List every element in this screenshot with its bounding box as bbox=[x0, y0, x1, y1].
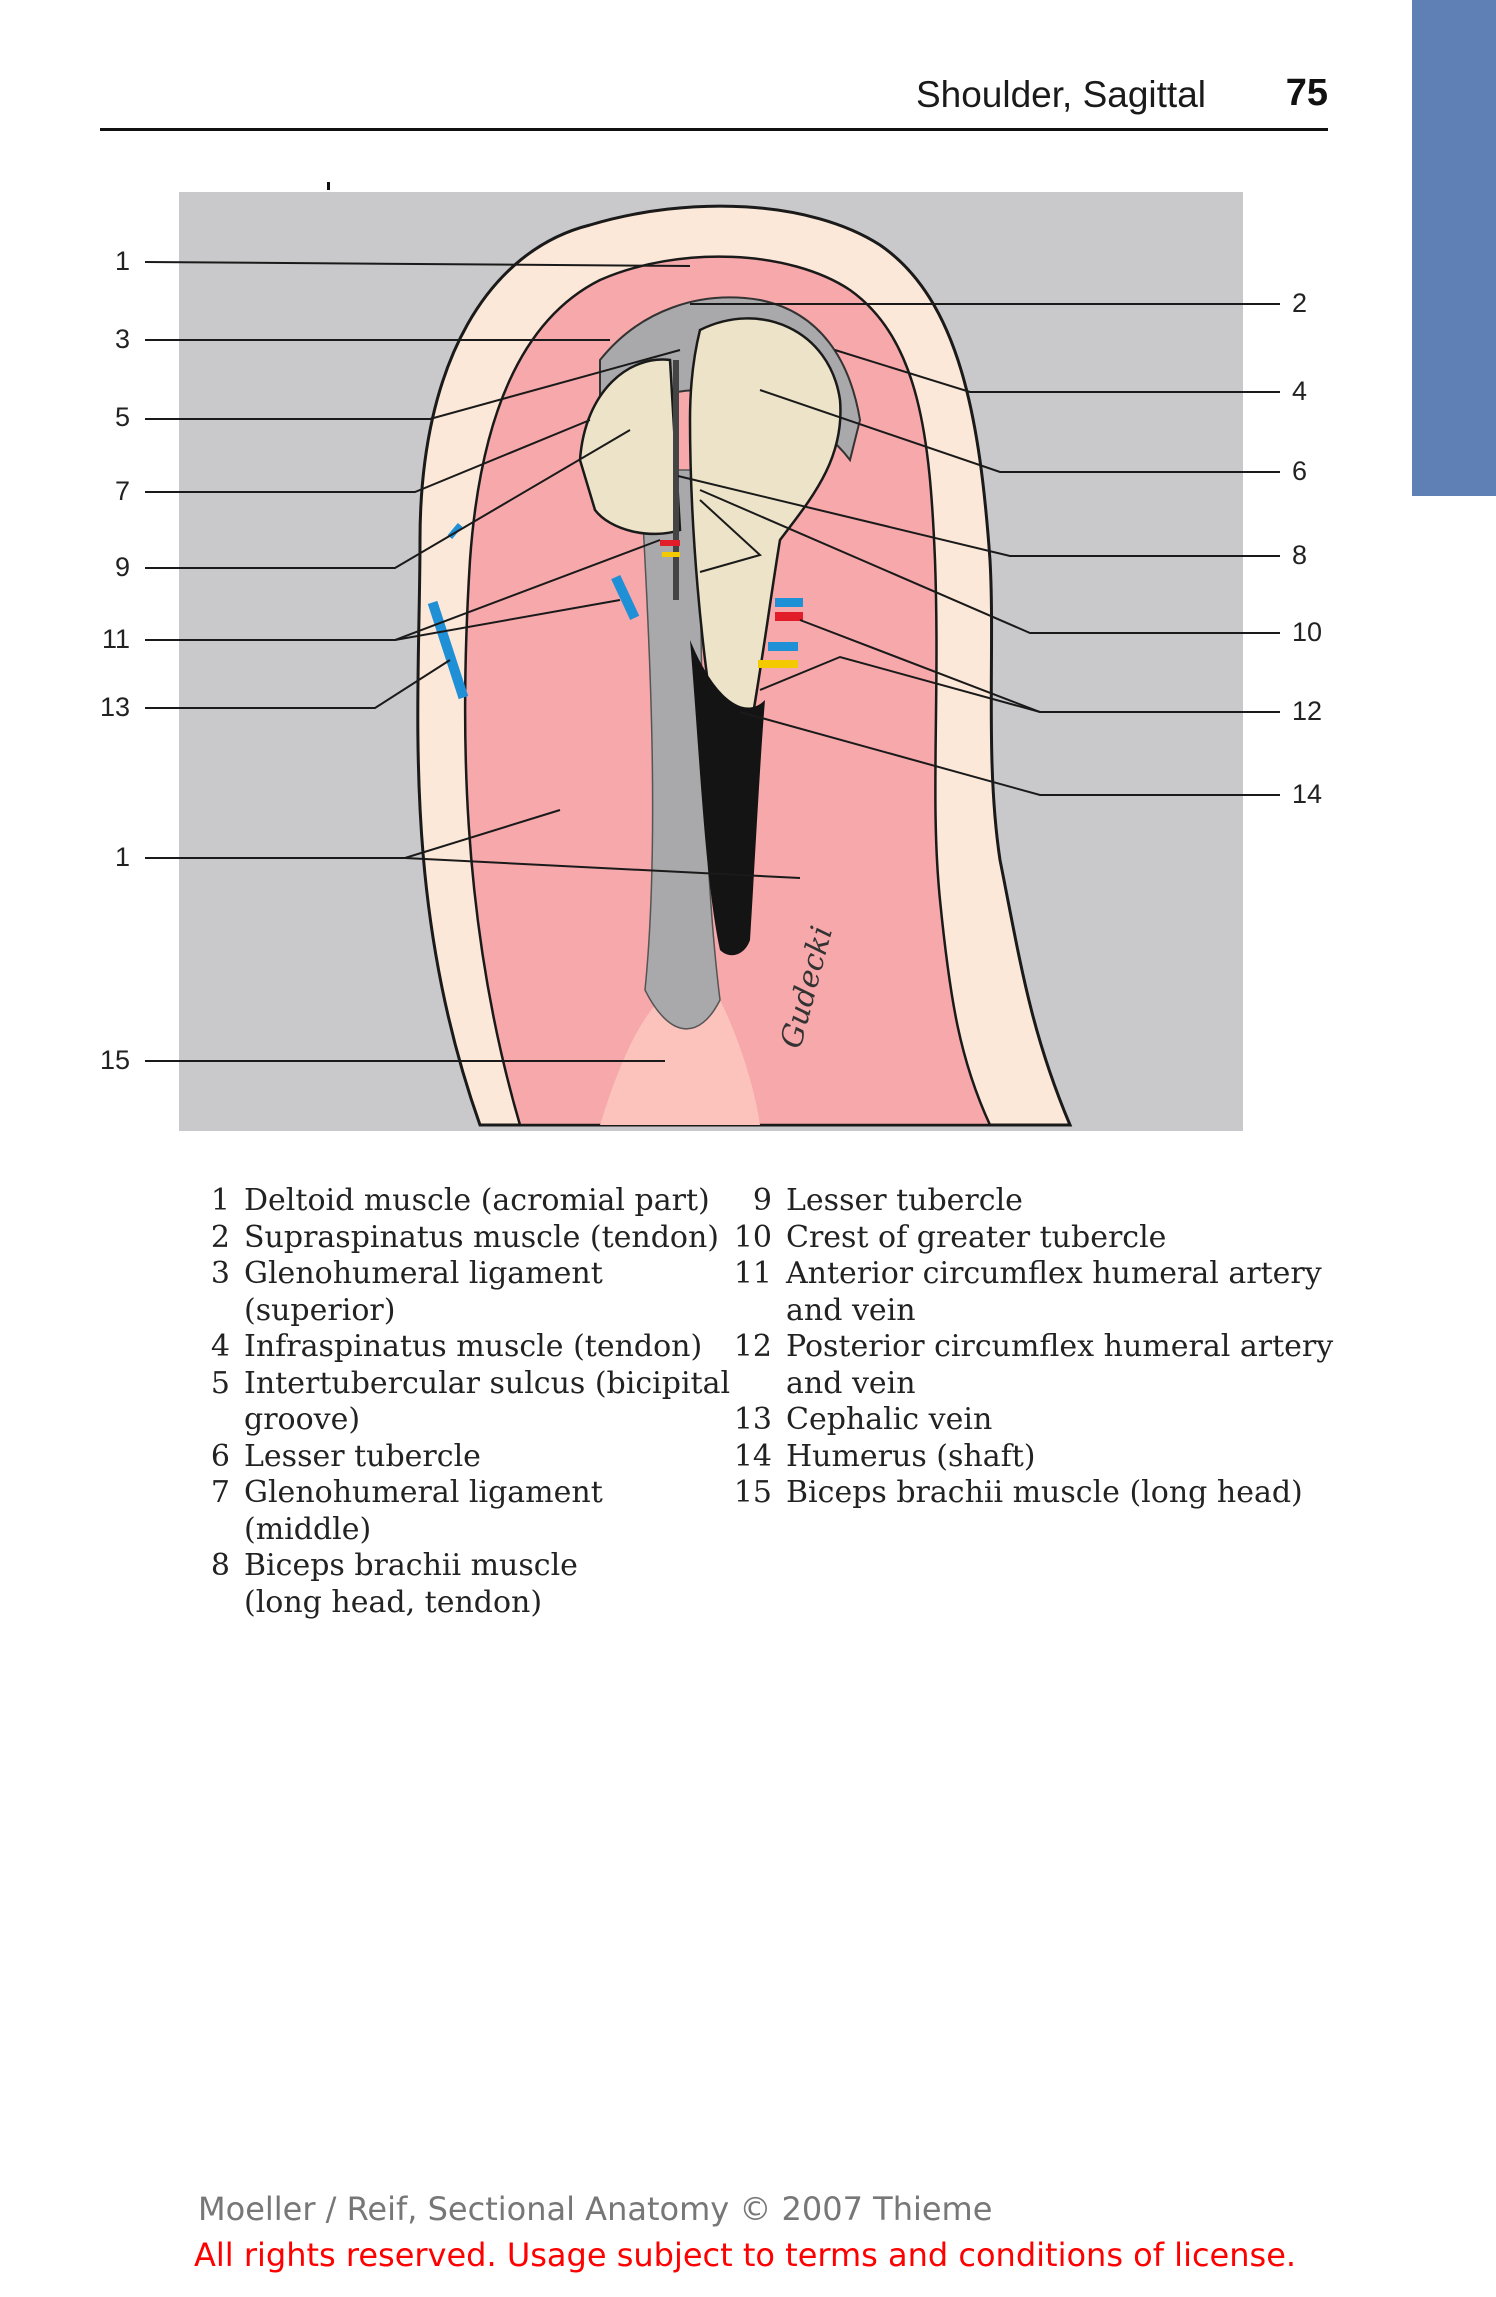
leader-line-13 bbox=[145, 659, 451, 709]
legend-item-text: Anterior circumflex humeral artery and v… bbox=[786, 1256, 1322, 1328]
legend-item: 3 Glenohumeral ligament (superior) bbox=[190, 1256, 730, 1329]
legend-item-text: Cephalic vein bbox=[786, 1402, 993, 1437]
legend-item-number: 8 bbox=[210, 1548, 230, 1583]
figure-label-left-9: 9 bbox=[114, 552, 130, 582]
legend-item-number: 13 bbox=[733, 1402, 772, 1437]
humeral-head-left bbox=[578, 358, 682, 536]
legend-item: 14 Humerus (shaft) bbox=[732, 1439, 1333, 1476]
figure-label-left-1-lower: 1 bbox=[114, 842, 130, 872]
legend-item: 11 Anterior circumflex humeral artery and… bbox=[732, 1256, 1333, 1329]
humerus-shaft-dark bbox=[690, 640, 765, 956]
leader-line-4 bbox=[834, 349, 1280, 393]
leader-line-8 bbox=[677, 475, 1280, 557]
legend-item-text: Glenohumeral ligament (superior) bbox=[244, 1256, 603, 1328]
legend-item: 9 Lesser tubercle bbox=[732, 1183, 1333, 1220]
figure-label-right-10: 10 bbox=[1292, 617, 1323, 647]
figure-label-left-5: 5 bbox=[114, 402, 130, 432]
posterior-circumflex-vein-2 bbox=[768, 642, 798, 651]
anterior-circumflex-vessel bbox=[611, 574, 640, 620]
legend-item-text: Humerus (shaft) bbox=[786, 1438, 1036, 1474]
legend-item-text: Deltoid muscle (acromial part) bbox=[244, 1183, 710, 1218]
legend-item-number: 1 bbox=[210, 1183, 230, 1218]
legend-item-text: Crest of greater tubercle bbox=[786, 1219, 1167, 1255]
leader-line-9 bbox=[145, 429, 631, 569]
legend-item: 10 Crest of greater tubercle bbox=[732, 1220, 1333, 1257]
legend-item: 6 Lesser tubercle bbox=[190, 1439, 730, 1476]
posterior-circumflex-vein bbox=[775, 598, 803, 607]
legend-item-number: 15 bbox=[733, 1475, 772, 1510]
cephalic-vein-shape bbox=[427, 600, 469, 700]
posterior-circumflex-artery bbox=[775, 612, 803, 621]
figure-label-left-15: 15 bbox=[99, 1045, 130, 1075]
leader-lines bbox=[144, 261, 1280, 1062]
chapter-side-tab bbox=[1412, 0, 1496, 496]
figure-label-left-13: 13 bbox=[99, 692, 130, 722]
anatomy-illustration: Gudecki bbox=[144, 192, 1280, 1131]
legend-item: 1 Deltoid muscle (acromial part) bbox=[190, 1183, 730, 1220]
legend-item-text: Posterior circumflex humeral artery and … bbox=[786, 1329, 1334, 1401]
legend-item-text: Lesser tubercle bbox=[786, 1183, 1023, 1218]
legend-item: 8 Biceps brachii muscle (long head, tendo… bbox=[190, 1548, 730, 1621]
legend-item-text: Biceps brachii muscle (long head, tendon… bbox=[244, 1548, 578, 1620]
legend-item-number: 2 bbox=[210, 1219, 230, 1255]
legend-item: 15 Biceps brachii muscle (long head) bbox=[732, 1475, 1333, 1512]
page-header-title: Shoulder, Sagittal bbox=[915, 74, 1206, 115]
legend-item: 2 Supraspinatus muscle (tendon) bbox=[190, 1220, 730, 1257]
posterior-circumflex-nerve bbox=[758, 660, 798, 668]
legend-item: 13 Cephalic vein bbox=[732, 1402, 1333, 1439]
legend-item: 5 Intertubercular sulcus (bicipital groov… bbox=[190, 1366, 730, 1439]
legend-item: 7 Glenohumeral ligament (middle) bbox=[190, 1475, 730, 1548]
figure-label-left-11: 11 bbox=[101, 624, 130, 654]
legend-item-number: 7 bbox=[210, 1475, 230, 1510]
leader-line-11b bbox=[394, 599, 621, 641]
figure-label-right-6: 6 bbox=[1292, 456, 1308, 486]
license-notice: All rights reserved. Usage subject to te… bbox=[194, 2236, 1297, 2274]
legend-item-number: 12 bbox=[733, 1329, 772, 1364]
legend-item: 12 Posterior circumflex humeral artery an… bbox=[732, 1329, 1333, 1402]
figure-label-right-14: 14 bbox=[1292, 779, 1323, 809]
leader-line-1-top bbox=[144, 261, 691, 267]
legend-item-text: Supraspinatus muscle (tendon) bbox=[244, 1219, 719, 1255]
anterior-circumflex-artery bbox=[660, 540, 680, 546]
legend-item: 4 Infraspinatus muscle (tendon) bbox=[190, 1329, 730, 1366]
legend-item-number: 6 bbox=[210, 1438, 230, 1474]
legend-item-text: Infraspinatus muscle (tendon) bbox=[244, 1329, 703, 1364]
figure-label-left-1: 1 bbox=[114, 246, 130, 276]
copyright-line: Moeller / Reif, Sectional Anatomy © 2007… bbox=[198, 2190, 993, 2228]
figure-label-right-8: 8 bbox=[1292, 540, 1308, 570]
figure-label-right-2: 2 bbox=[1292, 288, 1308, 318]
leader-line-5 bbox=[145, 349, 681, 420]
figure-tick-mark bbox=[327, 182, 330, 190]
legend-item-number: 4 bbox=[210, 1329, 230, 1364]
legend-item-number: 11 bbox=[733, 1256, 772, 1291]
legend-column-2: 9 Lesser tubercle 10 Crest of greater tube… bbox=[732, 1183, 1333, 1512]
leader-line-1-bottom-b bbox=[404, 857, 801, 879]
leader-line-7 bbox=[145, 419, 591, 493]
legend-item-number: 10 bbox=[733, 1219, 772, 1255]
biceps-lower-region bbox=[600, 1000, 760, 1125]
leader-line-14 bbox=[739, 711, 1280, 796]
legend-item-text: Biceps brachii muscle (long head) bbox=[786, 1475, 1303, 1510]
leader-line-10 bbox=[699, 489, 1280, 634]
figure-label-right-4: 4 bbox=[1292, 376, 1308, 406]
legend-item-number: 3 bbox=[210, 1256, 230, 1291]
header-rule bbox=[100, 128, 1328, 131]
anterior-circumflex-nerve bbox=[662, 552, 680, 557]
legend-item-number: 5 bbox=[210, 1365, 230, 1401]
legend-item-text: Intertubercular sulcus (bicipital groove… bbox=[244, 1365, 731, 1438]
leader-line-12b bbox=[759, 655, 1041, 713]
leader-line-10b bbox=[699, 499, 762, 573]
legend-item-number: 9 bbox=[752, 1183, 772, 1218]
figure-label-right-12: 12 bbox=[1292, 696, 1323, 726]
figure-label-left-3: 3 bbox=[114, 324, 130, 354]
humeral-head-right bbox=[688, 317, 842, 762]
legend-column-1: 1 Deltoid muscle (acromial part) 2 Suprasp… bbox=[190, 1183, 730, 1621]
legend-item-text: Lesser tubercle bbox=[244, 1438, 481, 1474]
legend-item-text: Glenohumeral ligament (middle) bbox=[244, 1475, 603, 1547]
page-number: 75 bbox=[1285, 72, 1328, 114]
figure-label-left-7: 7 bbox=[114, 476, 130, 506]
leader-line-6 bbox=[759, 389, 1280, 473]
legend-item-number: 14 bbox=[733, 1438, 772, 1474]
